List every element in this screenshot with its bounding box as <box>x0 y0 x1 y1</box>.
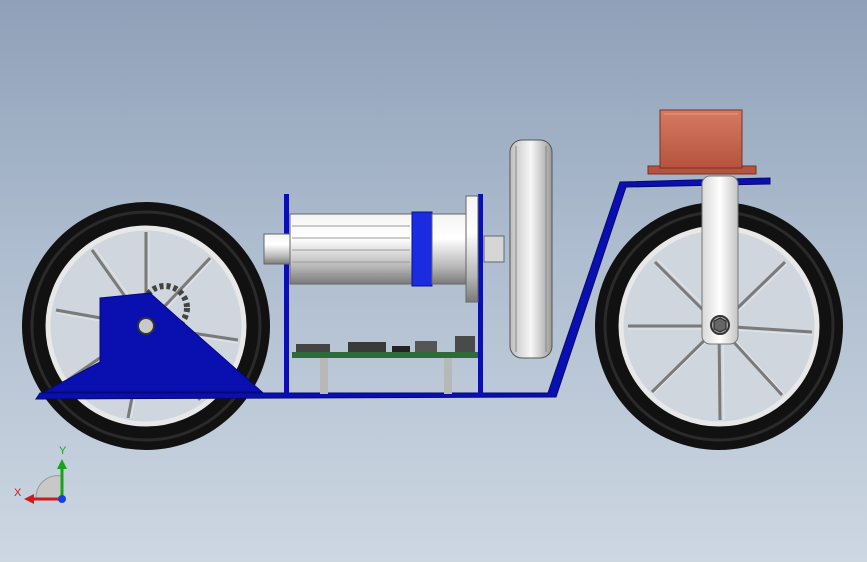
x-axis-label: X <box>14 487 22 499</box>
chassis-frame-icon <box>35 177 771 400</box>
circuit-board-icon <box>292 336 478 394</box>
triad-plane-icon <box>35 475 63 500</box>
y-axis-label: Y <box>59 445 67 457</box>
flywheel-icon <box>509 139 553 359</box>
z-axis-icon <box>58 495 66 503</box>
axis-triad: Y X <box>14 445 67 504</box>
fork-icon <box>701 175 739 345</box>
mount-box-icon <box>647 109 757 175</box>
motor-icon <box>263 195 505 303</box>
